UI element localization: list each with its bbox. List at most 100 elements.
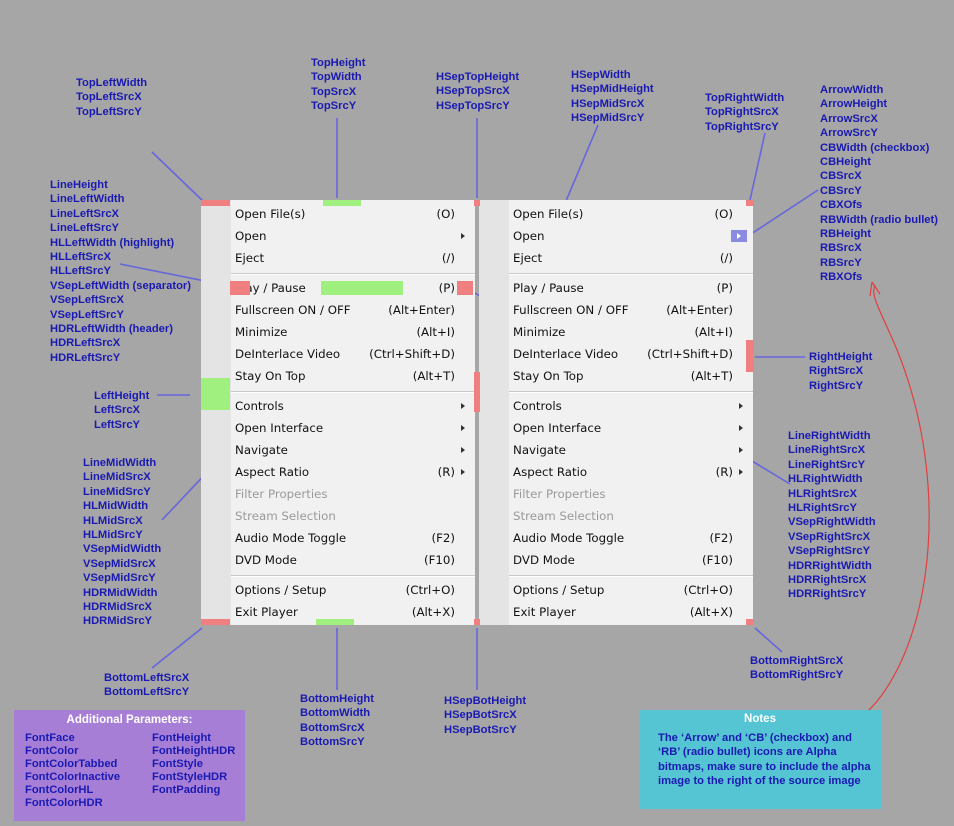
arrow-cb-rb-label-line: ArrowSrcX	[820, 112, 878, 125]
line-mid-label-line: HLMidWidth	[83, 500, 149, 513]
menu-item-label: Stream Selection	[513, 509, 614, 523]
menu-left-item-controls[interactable]: Controls	[235, 395, 465, 417]
param-item: FontStyleHDR	[152, 771, 228, 783]
menu-item-label: Aspect Ratio	[513, 465, 588, 479]
menu-right-item-audio-mode-toggle[interactable]: Audio Mode Toggle(F2)	[513, 527, 741, 549]
menu-item-label: Fullscreen ON / OFF	[235, 303, 351, 317]
menu-item-label: Play / Pause	[235, 281, 306, 295]
menu-right-item-navigate[interactable]: Navigate	[513, 439, 743, 461]
line-mid-label-line: LineMidWidth	[83, 457, 157, 469]
param-item: FontColorTabbed	[25, 758, 118, 770]
menu-left-item-aspect-ratio[interactable]: Aspect Ratio(R)	[235, 461, 465, 483]
menu-left-item-options-setup[interactable]: Options / Setup (Ctrl+O)	[235, 579, 463, 601]
arrow-cb-rb-label-line: CBXOfs	[820, 199, 863, 212]
right-label-line: RightHeight	[809, 351, 873, 363]
menu-item-shortcut: (Alt+X)	[411, 605, 455, 619]
menu-item-shortcut: (Ctrl+Shift+D)	[647, 347, 733, 361]
menu-left-item-open[interactable]: Open	[235, 225, 465, 247]
menu-item-label: Options / Setup	[235, 583, 327, 597]
menu-right-item-open-interface[interactable]: Open Interface	[513, 417, 743, 439]
leader-top-right	[749, 132, 766, 201]
menu-item-shortcut: (Ctrl+O)	[405, 583, 455, 597]
menu-right-item-minimize[interactable]: Minimize(Alt+I)	[513, 321, 741, 343]
arrow-cb-rb-label-line: CBHeight	[820, 155, 871, 168]
menu-separator	[509, 575, 753, 577]
menu-item-label: Minimize	[513, 325, 566, 339]
menu-right-item-stay-on-top[interactable]: Stay On Top(Alt+T)	[513, 365, 741, 387]
menu-right-item-filter-properties: Filter Properties	[513, 483, 741, 505]
param-item: FontPadding	[152, 784, 221, 796]
menu-left-item-audio-mode-toggle[interactable]: Audio Mode Toggle(F2)	[235, 527, 463, 549]
top-label-line: TopHeight	[311, 57, 366, 69]
submenu-arrow-icon	[739, 447, 743, 453]
right-label-line: RightSrcX	[809, 365, 864, 378]
menu-item-shortcut: (Alt+X)	[689, 605, 733, 619]
bottom-left-label-line: BottomLeftSrcX	[104, 672, 190, 684]
menu-item-label: DeInterlace Video	[513, 347, 619, 361]
menu-left-item-eject[interactable]: Eject(/)	[235, 247, 463, 269]
menu-left-item-fullscreen-on-off[interactable]: Fullscreen ON / OFF(Alt+Enter)	[235, 299, 463, 321]
menu-item-label: Stay On Top	[513, 369, 584, 383]
line-left-label-line: VSepLeftSrcX	[50, 294, 124, 307]
menu-left-item-play-pause[interactable]: Play / Pause(P)	[235, 277, 463, 299]
bottom-label-line: BottomWidth	[300, 707, 371, 720]
line-right-label-line: HDRRightSrcX	[788, 573, 867, 586]
top-marker	[323, 200, 361, 206]
menu-right-item-dvd-mode[interactable]: DVD Mode(F10)	[513, 549, 741, 571]
menu-right-item-deinterlace-video[interactable]: DeInterlace Video (Ctrl+Shift+D)	[513, 343, 741, 365]
menu-left-item-navigate[interactable]: Navigate	[235, 439, 465, 461]
menu-right-item-open[interactable]: Open	[513, 225, 741, 247]
menu-right-item-controls[interactable]: Controls	[513, 395, 743, 417]
hsep-top-label-line: HSepTopSrcY	[436, 99, 510, 112]
line-left-label-line: VSepLeftSrcY	[50, 308, 124, 321]
menu-left-item-open-interface[interactable]: Open Interface	[235, 417, 465, 439]
menu-item-shortcut: (F2)	[709, 531, 734, 545]
menu-item-shortcut: (Ctrl+Shift+D)	[369, 347, 455, 361]
menu-right-item-fullscreen-on-off[interactable]: Fullscreen ON / OFF(Alt+Enter)	[513, 299, 741, 321]
submenu-arrow-icon	[461, 403, 465, 409]
menu-left-item-deinterlace-video[interactable]: DeInterlace Video(Ctrl+Shift+D)	[235, 343, 463, 365]
menu-right-item-play-pause[interactable]: Play / Pause(P)	[513, 277, 741, 299]
notes-text: The ‘Arrow’ and ‘CB’ (checkbox) and ‘RB’…	[658, 732, 871, 788]
menu-item-label: Exit Player	[513, 605, 576, 619]
arrow-cb-rb-label-line: RBHeight	[820, 227, 871, 240]
top-right-label-line: TopRightWidth	[705, 92, 785, 104]
arrow-cb-rb-label-line: RBXOfs	[820, 271, 863, 284]
hsep-bot-marker	[474, 619, 480, 625]
top-right-label-line: TopRightSrcX	[705, 106, 779, 119]
menu-right-item-options-setup[interactable]: Options / Setup(Ctrl+O)	[513, 579, 741, 601]
menu-right-item-eject[interactable]: Eject(/)	[513, 247, 741, 269]
left-marker	[201, 378, 230, 410]
hsep-top-label-line: HSepTopHeight	[436, 71, 520, 83]
param-item: FontFace	[25, 732, 75, 744]
menu-left-item-open-file-s[interactable]: Open File(s)(O)	[235, 203, 463, 225]
menu-separator	[231, 391, 475, 393]
line-mid-label-line: HDRMidSrcY	[83, 615, 152, 628]
menu-left-item-stay-on-top[interactable]: Stay On Top(Alt+T)	[235, 365, 463, 387]
hsep-mid-label-line: HSepWidth	[571, 69, 631, 81]
menu-item-label: Navigate	[513, 443, 566, 457]
top-right-marker	[746, 200, 754, 206]
menu-right-item-aspect-ratio[interactable]: Aspect Ratio(R)	[513, 461, 743, 483]
menu-item-label: Navigate	[235, 443, 288, 457]
menu-item-label: Open Interface	[235, 421, 324, 435]
hl-right-marker	[457, 281, 473, 295]
menu-left-item-filter-properties: Filter Properties	[235, 483, 463, 505]
menu-right-item-exit-player[interactable]: Exit Player (Alt+X)	[513, 601, 741, 623]
menu-left-item-exit-player[interactable]: Exit Player(Alt+X)	[235, 601, 463, 623]
menu-left-item-minimize[interactable]: Minimize(Alt+I)	[235, 321, 463, 343]
menu-item-label: Filter Properties	[235, 487, 328, 501]
param-item: FontStyle	[152, 758, 203, 770]
menu-item-shortcut: (/)	[719, 251, 733, 265]
menu-item-label: Aspect Ratio	[235, 465, 310, 479]
menu-item-label: Open	[513, 229, 545, 243]
line-right-label-line: VSepRightSrcX	[788, 530, 871, 543]
menu-left-item-dvd-mode[interactable]: DVD Mode(F10)	[235, 549, 463, 571]
top-right-label-line: TopRightSrcY	[705, 120, 779, 133]
menu-right-item-open-file-s[interactable]: Open File(s)(O)	[513, 203, 741, 225]
menu-item-shortcut: (O)	[714, 207, 734, 221]
